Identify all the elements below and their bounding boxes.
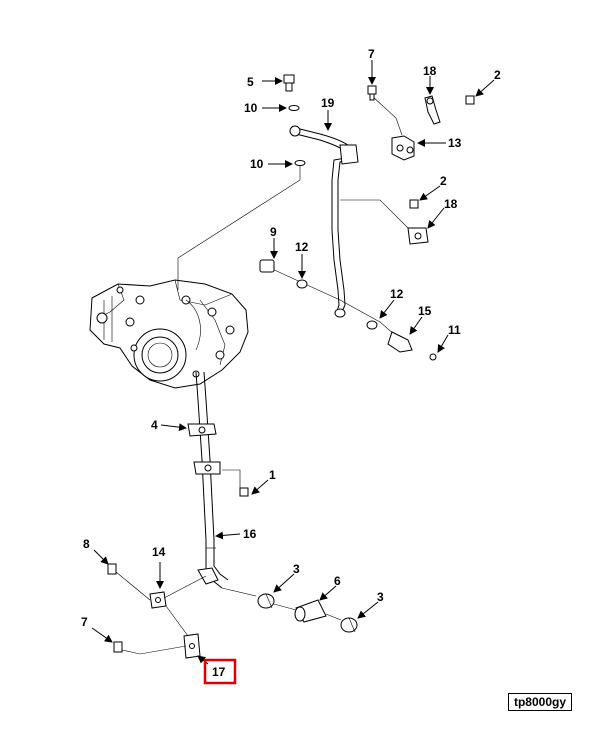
callout-2-middle: 2 [440,174,447,188]
drain-flange [193,461,221,475]
lower-reference-lines [115,571,207,655]
banjo-bolt [283,74,295,92]
hose-centerline [221,587,342,621]
screw-7-lower [113,641,123,653]
callout-7-lower: 7 [81,615,88,629]
callout-19: 19 [321,96,335,110]
callout-15: 15 [418,304,432,318]
highlight-box [203,658,237,685]
turbocharger [89,279,249,389]
adapter-9 [259,259,275,273]
callout-numbers: 5 10 10 19 7 18 2 13 2 18 9 12 12 15 11 … [81,47,501,629]
callout-10-upper: 10 [244,101,258,115]
fitting-15 [387,331,413,353]
clamp-3-right [340,617,358,633]
bracket-17 [183,633,201,659]
callout-11: 11 [448,323,461,337]
bolt-1 [222,469,249,497]
clip-18-upper [424,95,441,125]
callout-16: 16 [243,527,257,541]
callout-7-upper: 7 [368,47,375,61]
o-ring-12-right [366,320,378,330]
callout-8: 8 [83,537,90,551]
callout-10-lower: 10 [250,157,264,171]
callout-1: 1 [269,468,276,482]
oil-drain-tube [195,371,229,589]
highlighted-callout-17[interactable]: 17 [203,658,237,685]
callout-9: 9 [270,225,277,239]
gasket-4 [187,423,217,437]
screw-2-middle [409,199,419,209]
drawing-id-label: tp8000gy [508,693,572,711]
plug-11 [429,353,437,361]
bracket-14 [149,591,167,609]
callout-4: 4 [151,418,158,432]
callout-3-left: 3 [293,562,300,576]
screw-2-upper [465,95,475,105]
callout-17: 17 [212,665,226,679]
callout-14: 14 [152,545,166,559]
hose-6 [294,599,327,623]
callout-6: 6 [334,574,341,588]
callout-18-upper: 18 [423,64,437,78]
callout-12-right: 12 [390,287,404,301]
callout-18-middle: 18 [444,197,458,211]
callout-12-left: 12 [295,240,309,254]
callout-13: 13 [448,136,462,150]
callout-5: 5 [247,75,254,89]
sealing-washer-lower [294,160,306,166]
sealing-washer-upper [288,105,300,111]
screw-8 [107,563,117,575]
callout-2-upper: 2 [494,68,501,82]
callout-3-right: 3 [377,590,384,604]
screw-7-upper [367,85,377,101]
bracket-13 [391,135,415,161]
clip-18-middle [407,227,429,245]
o-ring-12-left [296,279,308,289]
clamp-3-left [257,593,275,609]
oil-supply-tube [289,125,359,318]
callout-leaders [91,60,495,665]
